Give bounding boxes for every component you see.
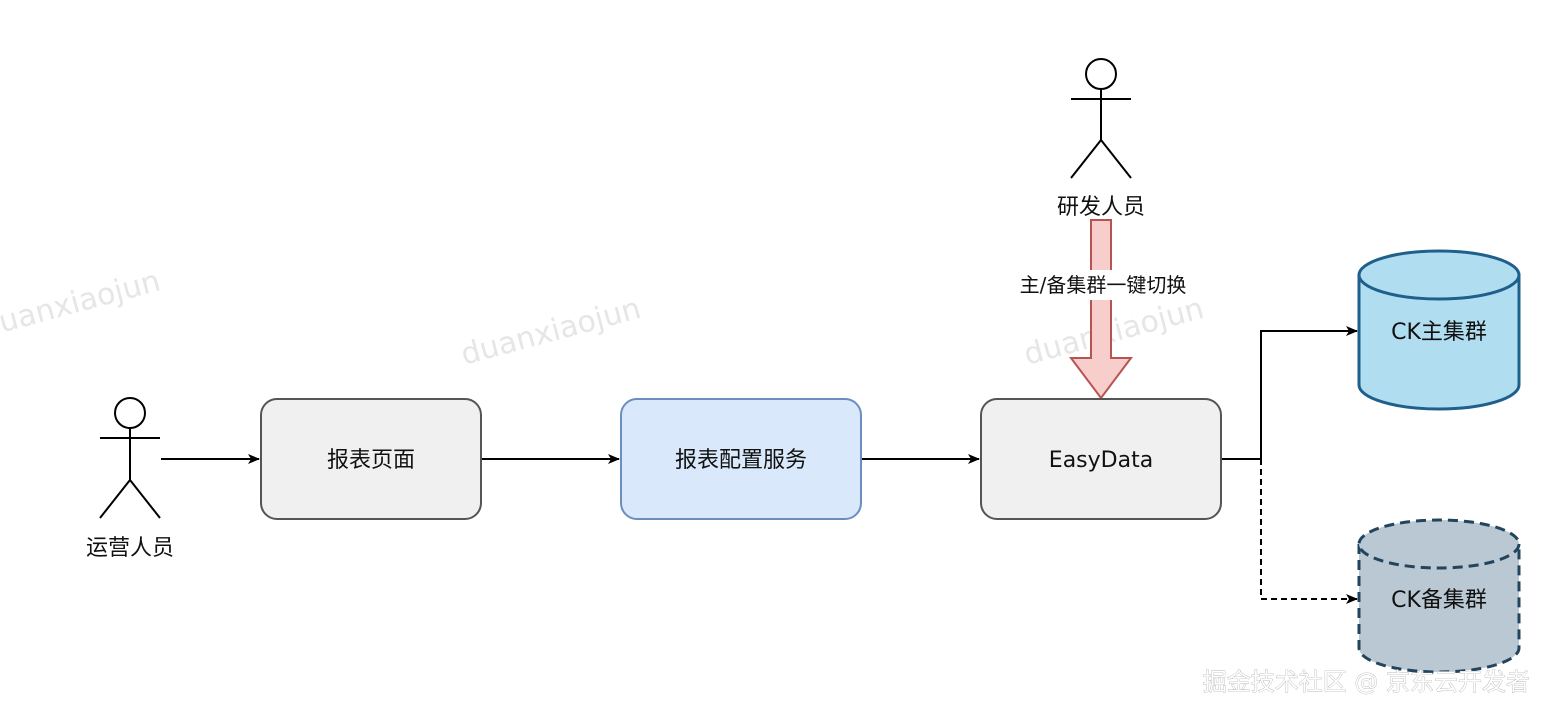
developer-label: 研发人员 (1057, 195, 1145, 220)
watermark-left: duanxiaojun (0, 264, 164, 346)
ck-primary-label: CK主集群 (1391, 320, 1487, 345)
edge-easydata-to-primary (1222, 326, 1358, 460)
edge-easydata-to-backup (1260, 459, 1358, 604)
operator-label: 运营人员 (86, 536, 174, 561)
easydata-label: EasyData (1049, 448, 1153, 473)
footer-credit: 掘金技术社区 @ 京东云开发者 (1203, 668, 1530, 696)
switch-arrow (1069, 219, 1133, 400)
report-config-label: 报表配置服务 (675, 448, 807, 473)
ck-backup-label: CK备集群 (1391, 588, 1487, 613)
easydata-box (980, 398, 1222, 520)
report-page-box (260, 398, 482, 520)
operator-actor-icon (99, 397, 161, 519)
report-page-label: 报表页面 (327, 448, 415, 473)
report-config-box (620, 398, 862, 520)
developer-actor-icon (1070, 58, 1132, 179)
ck-backup-cylinder (1357, 518, 1521, 674)
watermark-middle: duanxiaojun (457, 291, 644, 373)
switch-label: 主/备集群一键切换 (1020, 273, 1187, 297)
switch-label-background (1010, 270, 1195, 300)
ck-primary-cylinder (1357, 249, 1521, 411)
